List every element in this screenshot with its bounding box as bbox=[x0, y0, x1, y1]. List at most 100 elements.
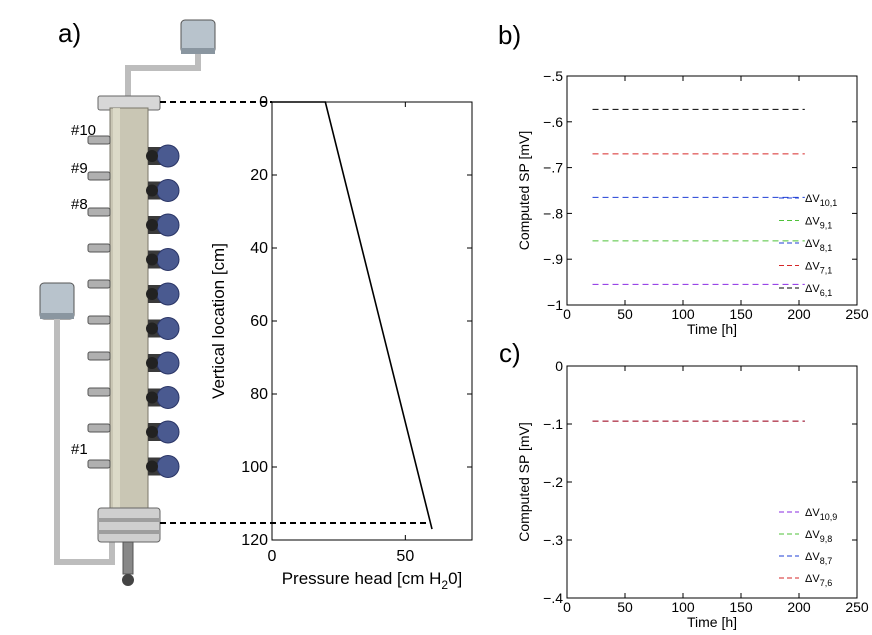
plot-frame bbox=[566, 75, 858, 306]
electrode-head bbox=[156, 386, 180, 409]
electrode-head bbox=[156, 317, 180, 340]
panel-label-c: c) bbox=[499, 338, 521, 368]
legend-label: ΔV7,6 bbox=[805, 573, 832, 588]
legend-label-subscript: 7,6 bbox=[820, 578, 833, 588]
column-illustration bbox=[39, 19, 216, 586]
y-tick-label: −.9 bbox=[543, 251, 563, 267]
electrode-plug bbox=[146, 184, 158, 197]
electrode-plug bbox=[146, 219, 158, 231]
x-axis-label: Time [h] bbox=[687, 321, 737, 337]
legend-label-subscript: 6,1 bbox=[820, 288, 833, 298]
tensiometer-port bbox=[87, 315, 111, 325]
y-tick-label: −.2 bbox=[543, 474, 563, 490]
y-tick-label: 100 bbox=[241, 459, 268, 476]
y-tick-label: 60 bbox=[250, 313, 268, 330]
bottom-pipe bbox=[54, 319, 115, 565]
panel-label-b: b) bbox=[498, 20, 521, 50]
electrode-plug bbox=[146, 322, 158, 335]
legend-label-subscript: 9,1 bbox=[820, 221, 833, 231]
electrode-head bbox=[156, 248, 180, 271]
tensiometer-port bbox=[87, 279, 111, 289]
electrode-plug bbox=[146, 391, 158, 404]
x-axis-label: Time [h] bbox=[687, 614, 737, 630]
x-tick-label: 50 bbox=[396, 548, 414, 565]
electrode-plug bbox=[146, 357, 158, 369]
x-tick-label: 0 bbox=[268, 548, 277, 565]
electrode-plug bbox=[146, 150, 158, 162]
electrode-plug bbox=[146, 426, 158, 438]
y-tick-label: 120 bbox=[241, 532, 268, 549]
x-tick-label: 250 bbox=[845, 306, 869, 322]
x-axis-label: Pressure head [cm H20] bbox=[282, 569, 463, 592]
y-tick-label: 0 bbox=[259, 94, 268, 111]
legend-label-subscript: 9,8 bbox=[820, 534, 833, 544]
y-tick-label: −.7 bbox=[543, 160, 563, 176]
x-tick-label: 0 bbox=[563, 599, 571, 615]
top-reservoir bbox=[125, 19, 216, 100]
legend-label: ΔV10,1 bbox=[805, 193, 837, 208]
y-tick-label: 0 bbox=[555, 358, 563, 374]
tensiometer-port bbox=[87, 387, 111, 397]
tensiometer-port bbox=[87, 243, 111, 253]
legend-label-subscript: 10,1 bbox=[820, 198, 838, 208]
side-reservoir bbox=[39, 282, 115, 565]
legend-label-subscript: 8,1 bbox=[820, 243, 833, 253]
x-tick-label: 50 bbox=[617, 306, 633, 322]
x-tick-label: 150 bbox=[729, 599, 753, 615]
y-axis-label: Vertical location [cm] bbox=[209, 243, 228, 399]
legend-label-subscript: 7,1 bbox=[820, 266, 833, 276]
y-tick-label: −.4 bbox=[543, 590, 563, 606]
tensiometer-port bbox=[87, 135, 111, 145]
top-pipe bbox=[125, 54, 201, 100]
label-port-10: #10 bbox=[71, 122, 96, 139]
electrode-head bbox=[156, 179, 180, 202]
legend-label: ΔV9,8 bbox=[805, 529, 832, 544]
label-port-1: #1 bbox=[71, 441, 88, 458]
y-tick-label: −.3 bbox=[543, 532, 563, 548]
electrode-head bbox=[156, 455, 180, 478]
x-tick-label: 200 bbox=[787, 599, 811, 615]
y-tick-label: 80 bbox=[250, 386, 268, 403]
legend-label: ΔV8,7 bbox=[805, 551, 832, 566]
tensiometer-port bbox=[87, 351, 111, 361]
x-tick-label: 50 bbox=[617, 599, 633, 615]
legend-label: ΔV8,1 bbox=[805, 238, 832, 253]
tensiometer-port bbox=[87, 207, 111, 217]
tensiometer-port bbox=[87, 171, 111, 181]
tensiometer-port bbox=[87, 459, 111, 469]
electrode-head bbox=[156, 282, 180, 306]
drain-knob bbox=[122, 574, 134, 586]
x-tick-label: 150 bbox=[729, 306, 753, 322]
electrode-plug bbox=[146, 288, 158, 300]
electrode-head bbox=[156, 213, 180, 237]
y-tick-label: −.5 bbox=[543, 68, 563, 84]
x-tick-label: 100 bbox=[671, 599, 695, 615]
label-port-8: #8 bbox=[71, 196, 88, 213]
pressure-profile-line bbox=[272, 101, 433, 530]
x-tick-label: 0 bbox=[563, 306, 571, 322]
bottom-flange bbox=[97, 507, 161, 543]
plot-frame bbox=[271, 101, 473, 541]
y-axis-label: Computed SP [mV] bbox=[516, 131, 532, 251]
plot-frame bbox=[566, 365, 858, 599]
legend-label: ΔV9,1 bbox=[805, 216, 832, 231]
electrode-head bbox=[156, 420, 180, 444]
electrode-plug bbox=[146, 253, 158, 266]
drain-valve bbox=[122, 541, 134, 575]
electrode-plug bbox=[146, 460, 158, 473]
x-tick-label: 200 bbox=[787, 306, 811, 322]
y-tick-label: −.1 bbox=[543, 416, 563, 432]
y-tick-label: 20 bbox=[250, 167, 268, 184]
y-axis-label: Computed SP [mV] bbox=[516, 422, 532, 542]
electrode-head bbox=[156, 144, 180, 168]
y-tick-label: −.6 bbox=[543, 114, 563, 130]
legend-label: ΔV6,1 bbox=[805, 283, 832, 298]
y-tick-label: 40 bbox=[250, 240, 268, 257]
legend-label-subscript: 10,9 bbox=[820, 512, 838, 522]
sensor-ports bbox=[87, 135, 180, 478]
x-axis-label-tail: 0] bbox=[448, 569, 462, 588]
